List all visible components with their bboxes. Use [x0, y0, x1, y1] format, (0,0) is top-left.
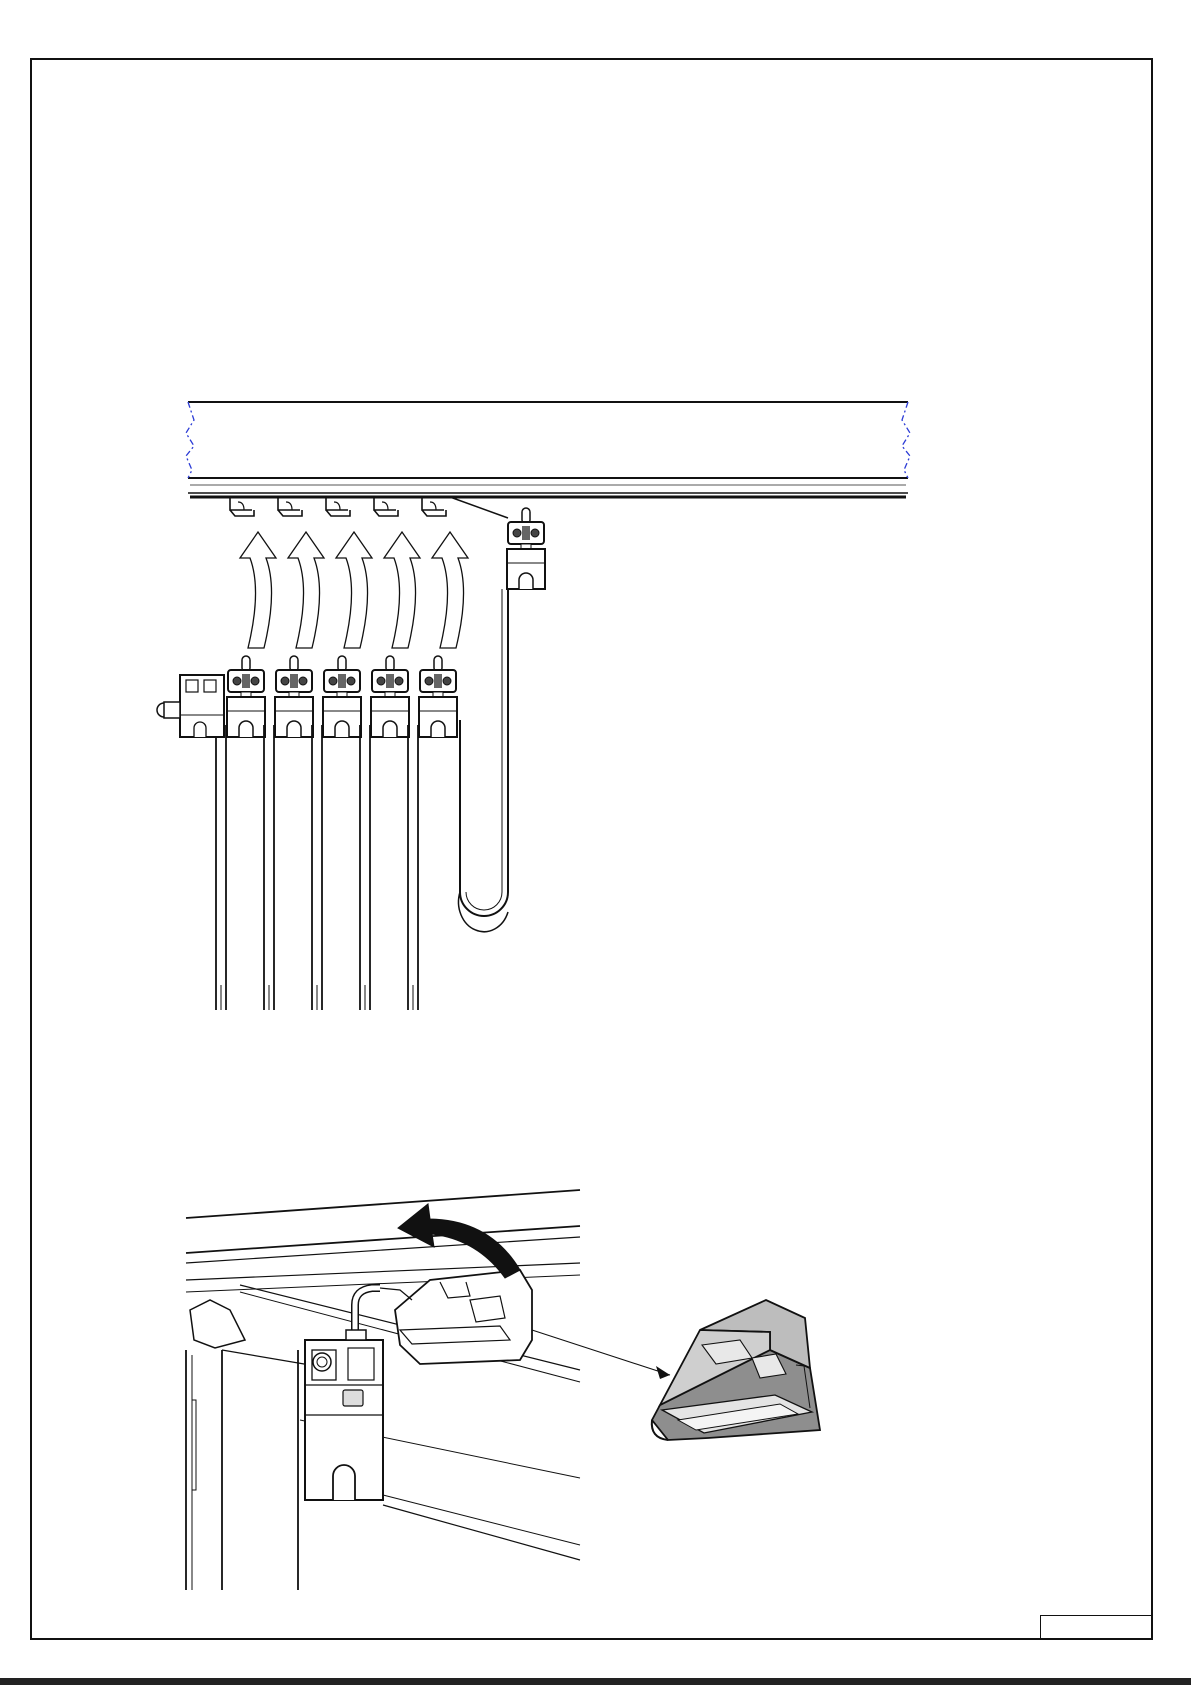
tilt-arrow — [398, 1204, 520, 1278]
carrier-clip-icon — [652, 1300, 820, 1440]
footer-rule — [0, 1678, 1191, 1685]
leader-arrowhead — [656, 1366, 670, 1379]
